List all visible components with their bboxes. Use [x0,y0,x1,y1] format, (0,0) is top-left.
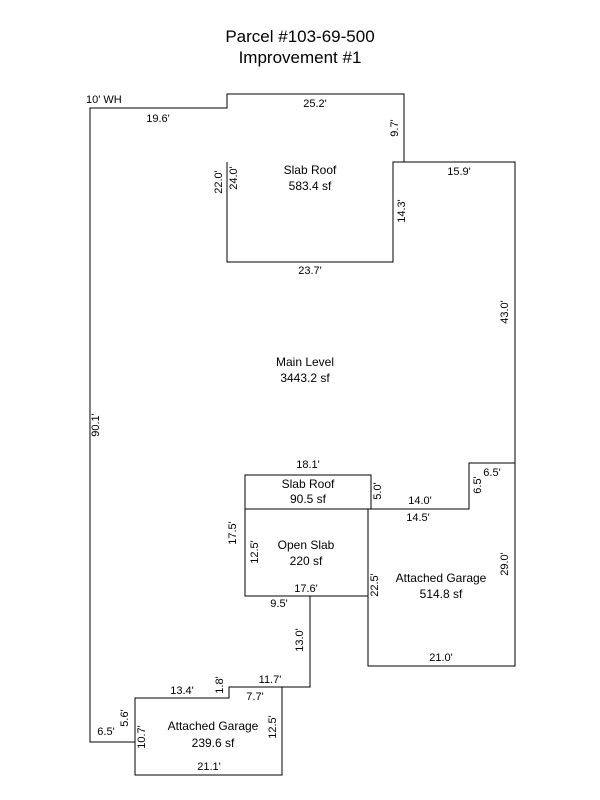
dim-25-2: 25.2' [303,98,327,110]
dim-17-5: 17.5' [227,521,239,545]
garage-right-area: 514.8 sf [420,587,463,601]
garage-bottom-area: 239.6 sf [192,736,235,750]
slab-roof-top-name: Slab Roof [284,163,337,177]
dim-19-6: 19.6' [146,113,170,125]
garage-bottom-outline [134,687,283,776]
garage-right-outline [367,463,516,667]
dim-17-6: 17.6' [294,583,318,595]
dim-6-5-left: 6.5' [97,726,114,738]
dim-22-0: 22.0' [213,170,225,194]
dim-13-4: 13.4' [170,685,194,697]
slab-roof-top-outline [226,161,404,263]
dim-5-0: 5.0' [372,482,384,499]
dim-90-1: 90.1' [90,413,102,437]
dim-14-0: 14.0' [408,495,432,507]
slab-roof-small-name: Slab Roof [282,477,335,491]
dim-24-0: 24.0' [228,166,240,190]
dim-5-6: 5.6' [119,709,131,726]
wh-note: 10' WH [86,94,122,106]
dim-6-5-vertical: 6.5' [472,476,484,493]
open-slab-area: 220 sf [290,554,323,568]
dim-1-8: 1.8' [214,676,226,693]
dim-12-5-garage: 12.5' [267,715,279,739]
main-level-name: Main Level [276,355,334,369]
slab-roof-small-area: 90.5 sf [290,492,327,506]
dim-9-5: 9.5' [270,598,287,610]
dim-23-7: 23.7' [298,265,322,277]
dim-14-5: 14.5' [406,512,430,524]
dim-29-0: 29.0' [499,552,511,576]
dim-18-1: 18.1' [296,459,320,471]
garage-right-name: Attached Garage [396,571,487,585]
dim-21-1: 21.1' [197,761,221,773]
improvement-title: Improvement #1 [238,48,362,67]
dim-15-9: 15.9' [447,166,471,178]
dim-10-7: 10.7' [136,725,148,749]
dim-43-0: 43.0' [499,300,511,324]
dim-12-5-open-slab: 12.5' [249,540,261,564]
dim-22-5: 22.5' [369,573,381,597]
dim-9-7: 9.7' [389,119,401,136]
dim-11-7: 11.7' [259,674,282,686]
open-slab-name: Open Slab [278,538,335,552]
dim-14-3: 14.3' [396,199,408,223]
garage-bottom-name: Attached Garage [168,719,259,733]
parcel-title: Parcel #103-69-500 [225,27,375,46]
dim-6-5-right: 6.5' [483,467,500,479]
dim-13-0: 13.0' [294,628,306,652]
dim-7-7: 7.7' [246,691,263,703]
slab-roof-top-area: 583.4 sf [289,179,332,193]
dim-21-0: 21.0' [429,652,453,664]
main-level-area: 3443.2 sf [280,371,330,385]
title-block: Parcel #103-69-500 Improvement #1 [0,26,600,68]
